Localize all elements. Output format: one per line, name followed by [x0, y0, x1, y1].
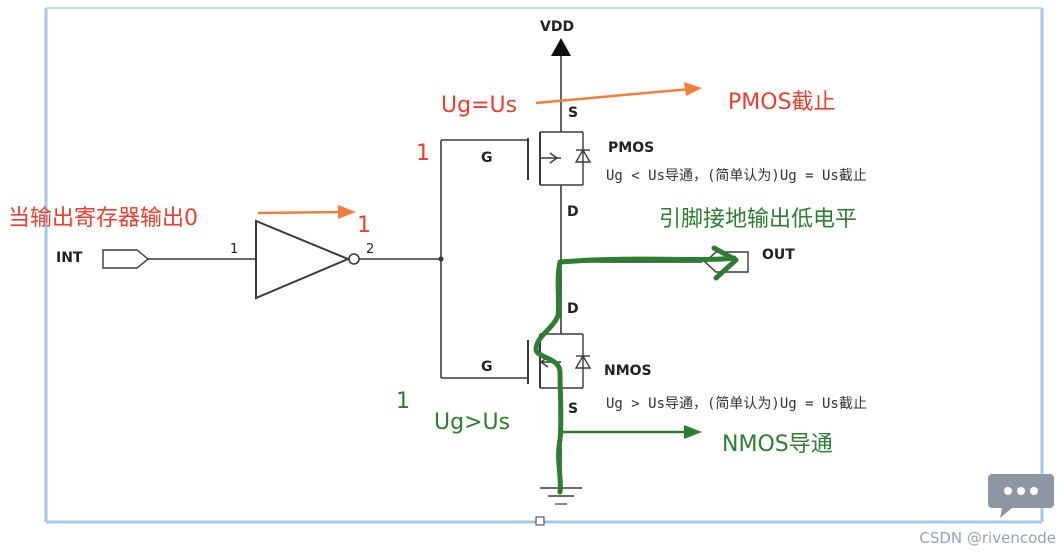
register-arrow-head-icon	[338, 205, 356, 219]
pmos-off-note: PMOS截止	[728, 90, 836, 115]
pmos-gate-label: G	[481, 150, 493, 166]
conduction-path	[533, 255, 737, 495]
nmos-gate-label: G	[481, 359, 493, 375]
inverter-bubble	[348, 253, 360, 265]
out-label: OUT	[762, 247, 795, 263]
pmos-diode-icon	[574, 148, 592, 163]
pmos-note: Ug < Us导通，(简单认为)Ug = Us截止	[606, 167, 867, 184]
ug-eq-us-note: Ug=Us	[441, 93, 517, 118]
pmos-drain-label: D	[567, 204, 579, 220]
pmos-arrow-icon	[549, 152, 559, 164]
int-label: INT	[56, 250, 83, 266]
inverter-out-value: 1	[357, 213, 371, 238]
pmos-off-arrow	[535, 87, 691, 105]
chat-bubble-icon[interactable]	[986, 470, 1056, 520]
nmos-note: Ug > Us导通，(简单认为)Ug = Us截止	[606, 395, 867, 412]
inverter-pin-in: 1	[230, 242, 238, 257]
pmos-label: PMOS	[608, 140, 654, 156]
nmos-source-label: S	[568, 401, 578, 417]
nmos-gate-value: 1	[396, 389, 410, 414]
nmos-label: NMOS	[604, 363, 652, 379]
out-port	[703, 251, 749, 273]
pmos-off-arrow-head-icon	[684, 82, 702, 96]
watermark: CSDN @rivencode	[919, 529, 1056, 547]
pmos-source-label: S	[568, 105, 578, 121]
pin-ground-note: 引脚接地输出低电平	[659, 207, 857, 232]
inverter-icon	[255, 219, 351, 300]
gate-junction	[438, 256, 444, 262]
nmos-on-arrow-head-icon	[684, 425, 702, 439]
frame-bottom-marker	[535, 516, 545, 526]
nmos-on-note: NMOS导通	[722, 432, 833, 457]
nmos-drain-label: D	[567, 301, 579, 317]
conduction-arrow-icon	[711, 245, 739, 281]
ug-gt-us-note: Ug>Us	[434, 410, 510, 435]
vdd-label: VDD	[540, 19, 574, 35]
inverter-pin-out: 2	[366, 242, 374, 257]
int-input-port	[102, 249, 150, 269]
register-out-note: 当输出寄存器输出0	[8, 206, 198, 231]
vdd-arrow-icon	[551, 38, 571, 56]
pmos-gate-value: 1	[416, 141, 430, 166]
register-arrow	[257, 210, 343, 215]
nmos-diode-icon	[574, 354, 592, 369]
